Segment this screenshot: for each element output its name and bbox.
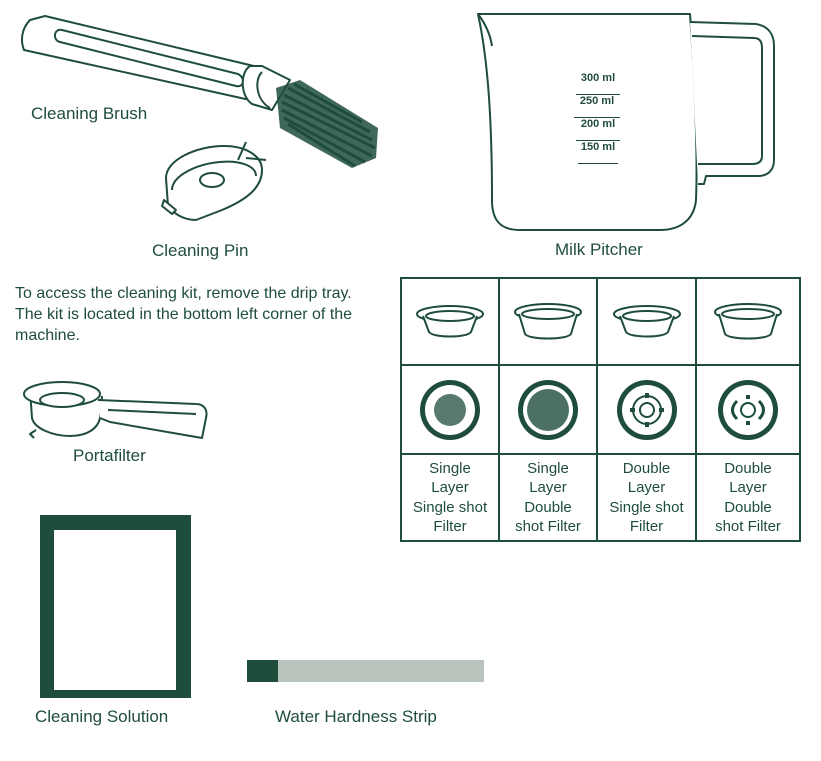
filter-basket-side-cell [598,279,697,366]
filter-basket-bottom-cell [500,366,598,455]
filter-name: Single Layer Single shot Filter [412,459,488,536]
filter-table: Single Layer Single shot Filter Single L… [400,277,801,542]
double-layer-single-shot-side-icon [612,304,681,337]
cleaning-brush-label: Cleaning Brush [31,104,148,123]
filter-basket-side-cell [402,279,500,366]
double-layer-double-shot-side-icon [714,302,782,339]
single-layer-double-shot-bottom-icon [518,379,578,440]
double-layer-single-shot-bottom-icon [616,379,677,440]
filter-basket-bottom-cell [598,366,697,455]
portafilter-label: Portafilter [73,446,146,465]
filter-basket-side-cell [500,279,598,366]
pitcher-mark: 200 ml [576,118,620,141]
filter-basket-side-cell [697,279,799,366]
pitcher-mark: 300 ml [576,72,620,95]
milk-pitcher-label: Milk Pitcher [555,240,643,259]
water-hardness-strip-label: Water Hardness Strip [275,707,437,726]
filter-name-cell: Single Layer Double shot Filter [500,455,598,540]
strip-pad [247,660,278,682]
instructions-text: To access the cleaning kit, remove the d… [15,285,353,344]
water-hardness-strip-icon [247,660,484,682]
filter-name: Double Layer Single shot Filter [609,459,684,536]
cleaning-pin-label: Cleaning Pin [152,241,249,260]
filter-basket-bottom-cell [402,366,500,455]
filter-name: Double Layer Double shot Filter [715,459,781,536]
filter-name: Single Layer Double shot Filter [515,459,581,536]
filter-basket-bottom-cell [697,366,799,455]
filter-name-cell: Double Layer Double shot Filter [697,455,799,540]
cleaning-solution-label: Cleaning Solution [35,707,169,726]
strip-body [278,660,484,682]
filter-name-cell: Double Layer Single shot Filter [598,455,697,540]
pitcher-mark: 150 ml [578,141,618,164]
single-layer-single-shot-side-icon [416,304,484,337]
single-layer-single-shot-bottom-icon [420,379,480,440]
pitcher-marks: 300 ml 250 ml 200 ml 150 ml [572,72,624,164]
filter-name-cell: Single Layer Single shot Filter [402,455,500,540]
pitcher-mark: 250 ml [574,95,620,118]
single-layer-double-shot-side-icon [514,302,582,339]
double-layer-double-shot-bottom-icon [718,379,778,440]
